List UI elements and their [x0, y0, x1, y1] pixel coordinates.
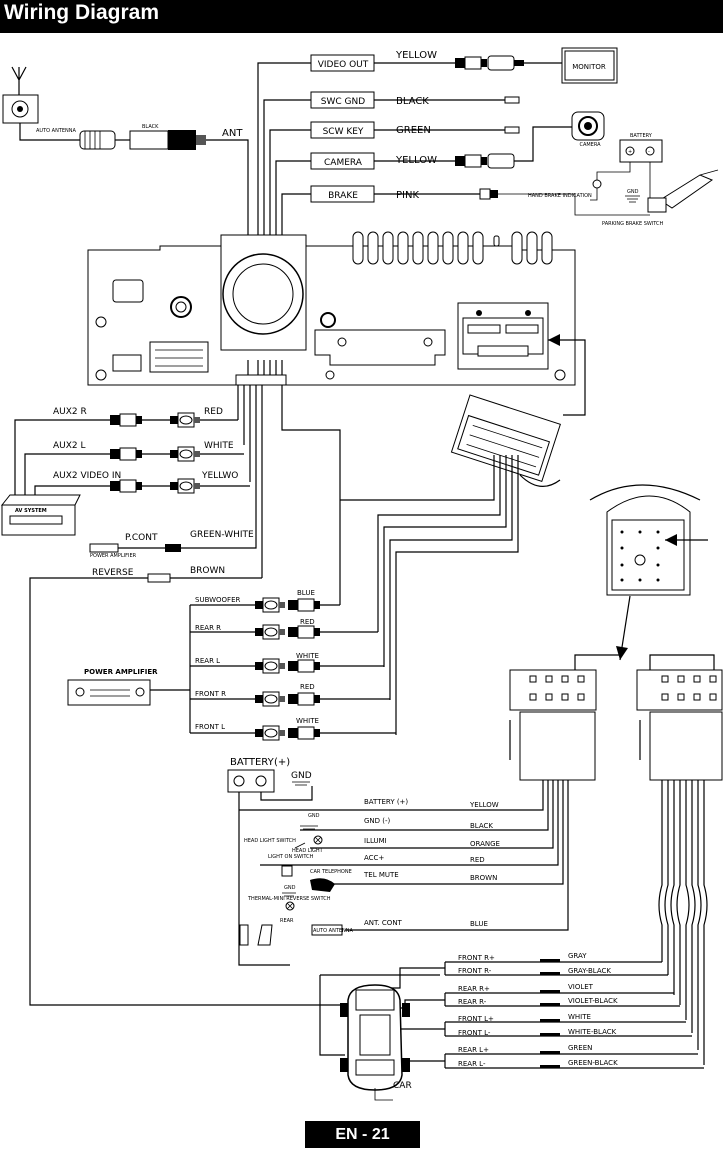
- thermal-switch-label: THERMAL-MINI REVERSE SWITCH: [247, 896, 331, 902]
- output-name: VIDEO OUT: [318, 60, 369, 70]
- aux-name: AUX2 R: [53, 407, 87, 417]
- amp-outputs: SUBWOOFER BLUE REAR R RED REAR L WHITE F…: [195, 589, 319, 731]
- power-plus-label: (+): [274, 757, 290, 768]
- speaker-color: WHITE-BLACK: [568, 1028, 617, 1036]
- camera-label: CAMERA: [579, 142, 601, 148]
- speaker-name: FRONT R-: [458, 967, 492, 975]
- power-line-color: ORANGE: [470, 840, 500, 848]
- speaker-name: REAR R-: [458, 998, 487, 1006]
- speaker-color: GRAY: [568, 952, 587, 960]
- speaker-name: FRONT L-: [458, 1029, 491, 1037]
- amp-output-color: RED: [300, 683, 315, 691]
- amp-output-name: REAR R: [195, 624, 221, 632]
- top-output-boxes: VIDEO OUT YELLOW SWC GND BLACK SCW KEY G…: [310, 50, 437, 203]
- amp-output-name: REAR L: [195, 657, 220, 665]
- power-amp-small-label: POWER AMPLIFIER: [90, 553, 137, 559]
- power-gnd-label: GND: [291, 771, 312, 781]
- ant-label: ANT: [222, 128, 243, 139]
- light-on-switch-label: LIGHT ON SWITCH: [268, 854, 314, 860]
- misc-wire-color: GREEN-WHITE: [190, 530, 254, 540]
- power-line-name: GND (-): [364, 817, 391, 825]
- gnd-label: GND: [627, 189, 639, 195]
- power-line-name: BATTERY (+): [364, 798, 408, 806]
- power-small-gnd: GND: [308, 813, 320, 819]
- speaker-color: VIOLET-BLACK: [568, 997, 618, 1005]
- power-line-color: YELLOW: [469, 801, 499, 809]
- amp-output-color: RED: [300, 618, 315, 626]
- auto-antenna-label: AUTO ANTENNA: [36, 128, 77, 134]
- power-line-color: BROWN: [470, 874, 497, 882]
- av-system-label: AV SYSTEM: [15, 508, 47, 514]
- power-amp-label: POWER AMPLIFIER: [84, 668, 158, 676]
- power-line-color: BLACK: [470, 822, 493, 830]
- output-name: SWC GND: [321, 97, 365, 107]
- page-number: EN - 21: [305, 1121, 420, 1148]
- output-color: YELLOW: [395, 50, 437, 61]
- misc-wire-color: BROWN: [190, 566, 225, 576]
- battery-label: BATTERY: [630, 133, 653, 139]
- power-line-name: ILLUMI: [364, 837, 387, 845]
- iso-plug-left: [509, 654, 620, 781]
- head-light-label: HEAD LIGHT: [292, 848, 324, 854]
- aux-section: AUX2 R RED AUX2 L WHITE AUX2 VIDEO IN YE…: [53, 407, 238, 481]
- black-label: BLACK: [142, 124, 159, 130]
- aux-color: WHITE: [204, 441, 234, 451]
- power-lines: BATTERY (+) YELLOW GND (-) BLACK ILLUMI …: [363, 798, 500, 928]
- auto-antenna-small-label: AUTO ANTENNA: [313, 928, 354, 934]
- head-unit: [87, 231, 576, 386]
- speaker-color: GRAY-BLACK: [568, 967, 611, 975]
- monitor-label: MONITOR: [572, 63, 606, 71]
- head-light-switch-label: HEAD LIGHT SWITCH: [244, 838, 296, 844]
- output-name: BRAKE: [328, 191, 358, 201]
- power-battery-label: BATTERY: [230, 757, 275, 768]
- speaker-name: REAR R+: [458, 985, 490, 993]
- aux-color: YELLWO: [201, 471, 238, 481]
- speaker-color: VIOLET: [568, 983, 594, 991]
- page-title: Wiring Diagram: [4, 1, 159, 24]
- output-color: BLACK: [396, 96, 429, 107]
- amp-output-name: FRONT L: [195, 723, 225, 731]
- power-small-gnd2: GND: [284, 885, 296, 891]
- speaker-wires: FRONT R+ GRAY FRONT R- GRAY-BLACK REAR R…: [458, 952, 618, 1068]
- speaker-name: REAR L+: [458, 1046, 489, 1054]
- power-line-name: TEL MUTE: [363, 871, 399, 879]
- amp-output-name: FRONT R: [195, 690, 226, 698]
- power-line-color: BLUE: [470, 920, 488, 928]
- speaker-name: REAR L-: [458, 1060, 486, 1068]
- amp-output-color: WHITE: [296, 717, 319, 725]
- speaker-name: FRONT R+: [458, 954, 495, 962]
- wiring-diagram: VIDEO OUT YELLOW SWC GND BLACK SCW KEY G…: [0, 47, 723, 1101]
- speaker-color: GREEN-BLACK: [568, 1059, 618, 1067]
- power-line-name: ACC+: [364, 854, 384, 862]
- svg-text:-: -: [648, 149, 650, 155]
- misc-wire-name: REVERSE: [92, 568, 134, 578]
- car-telephone-label: CAR TELEPHONE: [310, 869, 352, 875]
- iso-plug-right: [636, 654, 723, 781]
- power-line-name: ANT. CONT: [364, 919, 403, 927]
- power-line-color: RED: [470, 856, 485, 864]
- amp-output-color: WHITE: [296, 652, 319, 660]
- output-name: SCW KEY: [323, 127, 364, 137]
- header-bar: Wiring Diagram: [0, 0, 723, 33]
- car-label: CAR: [393, 1081, 412, 1091]
- svg-text:+: +: [628, 149, 632, 155]
- aux-name: AUX2 L: [53, 441, 86, 451]
- speaker-color: GREEN: [568, 1044, 592, 1052]
- output-color: PINK: [396, 190, 419, 201]
- parking-brake-label: PARKING BRAKE SWITCH: [602, 221, 664, 227]
- speaker-name: FRONT L+: [458, 1015, 494, 1023]
- amp-output-color: BLUE: [297, 589, 315, 597]
- rear-label: REAR: [280, 918, 294, 924]
- car-illustration: CAR: [319, 974, 440, 1101]
- aux-color: RED: [204, 407, 223, 417]
- misc-wire-name: P.CONT: [125, 533, 158, 543]
- output-name: CAMERA: [324, 158, 363, 168]
- amp-output-name: SUBWOOFER: [195, 596, 241, 604]
- aux-name: AUX2 VIDEO IN: [53, 471, 121, 481]
- hand-brake-label: HAND BRAKE INDICATION: [528, 193, 592, 199]
- speaker-color: WHITE: [568, 1013, 591, 1021]
